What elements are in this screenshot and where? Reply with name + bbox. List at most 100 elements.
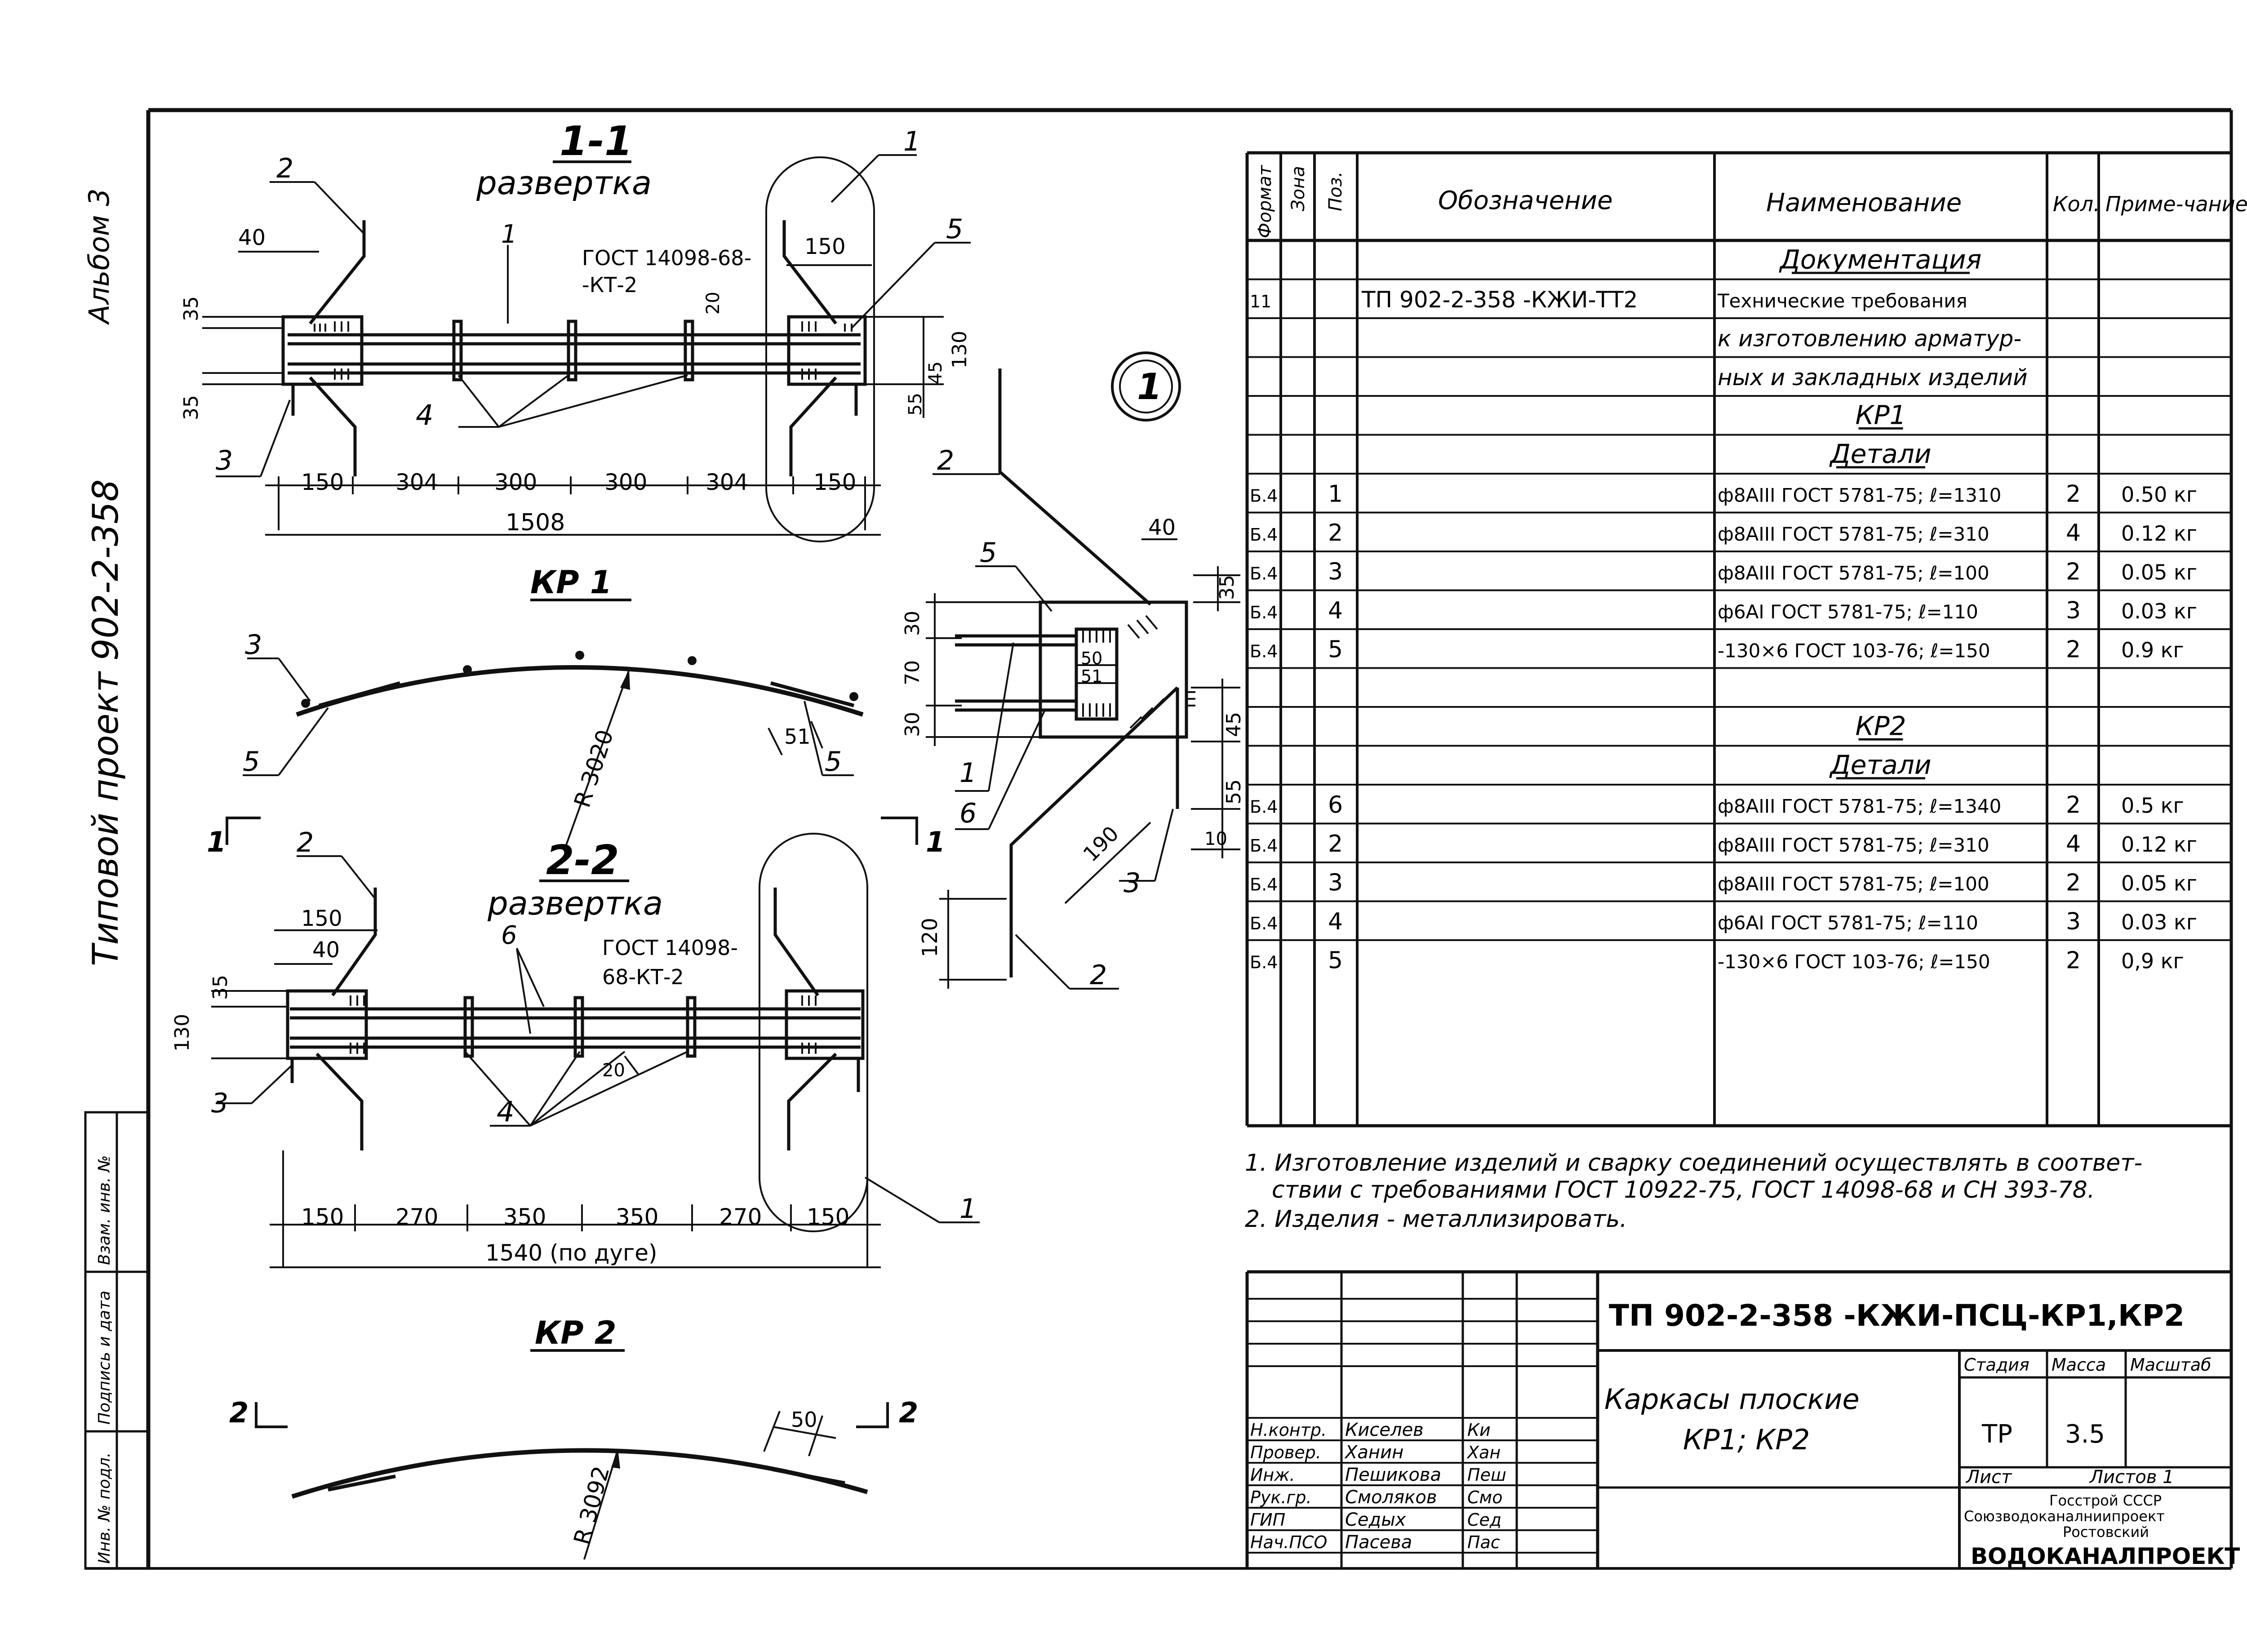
spec-cell-name-heading: Документация <box>1779 244 1982 275</box>
spec-cell-name: ф8АIII ГОСТ 5781-75; ℓ=1340 <box>1718 795 2001 817</box>
sec2-dim-20: 20 <box>602 1060 625 1081</box>
sec1-dim-b0: 150 <box>301 469 344 495</box>
tb-org4: ВОДОКАНАЛПРОЕКТ <box>1971 1543 2240 1569</box>
project-label: Типовой проект 902-2-358 <box>86 480 126 966</box>
spec-cell-name-heading: Детали <box>1829 439 1931 469</box>
tb-person-role: Провер. <box>1250 1443 1321 1462</box>
spec-cell-format: Б.4 <box>1250 641 1278 661</box>
note-1b: ствии с требованиями ГОСТ 10922-75, ГОСТ… <box>1272 1177 2095 1203</box>
sec2-dim-40: 40 <box>312 937 340 963</box>
spec-row: Документация <box>1779 244 1982 275</box>
spec-cell-format: 11 <box>1250 292 1271 311</box>
kp1-view: КР 1 R 3020 51 3 5 5 1 1 <box>207 564 945 858</box>
node-dim-55: 55 <box>1222 779 1245 804</box>
tb-org1: Госстрой СССР <box>2049 1492 2162 1509</box>
kp1-pos-5b: 5 <box>825 746 842 777</box>
spec-cell-pos: 6 <box>1328 791 1343 818</box>
spec-cell-qty: 2 <box>2066 947 2081 974</box>
spec-h-qty: Кол. <box>2053 192 2100 216</box>
sec2-pos-6: 6 <box>501 921 517 950</box>
side-stamp <box>84 1111 150 1570</box>
node-dim-70: 70 <box>901 660 924 685</box>
tb-person-sign: Пеш <box>1467 1465 1506 1485</box>
spec-h-designation: Обозначение <box>1438 186 1613 215</box>
notes: 1. Изготовление изделий и сварку соедине… <box>1245 1150 2142 1233</box>
sec2-dim-130: 130 <box>171 1014 194 1052</box>
sec1-dim-35b: 35 <box>180 395 203 420</box>
kp2-radius: R 3092 <box>569 1463 615 1547</box>
sec1-pos-1a: 1 <box>903 126 920 157</box>
sec1-pos-5: 5 <box>946 213 963 245</box>
node-dim-190: 190 <box>1079 822 1124 866</box>
spec-cell-format: Б.4 <box>1250 603 1278 622</box>
sec1-dim-55: 55 <box>905 393 926 416</box>
tb-person-name: Пасева <box>1345 1532 1412 1553</box>
spec-cell-qty: 4 <box>2066 520 2081 546</box>
spec-cell-qty: 2 <box>2066 636 2081 663</box>
spec-cell-designation: ТП 902-2-358 -КЖИ-ТТ2 <box>1361 287 1638 313</box>
stamp-replace: Взам. инв. № <box>95 1155 114 1265</box>
sec2-dim-b0: 150 <box>301 1204 344 1230</box>
tb-mass-h: Масса <box>2052 1355 2106 1375</box>
tb-person-role: Инж. <box>1250 1465 1295 1485</box>
sec1-pos-1b: 1 <box>501 220 517 249</box>
sec2-dim-total: 1540 (по дуге) <box>485 1240 657 1266</box>
sec1-pos-3: 3 <box>216 445 233 476</box>
spec-table: Формат Зона Поз. Обозначение Наименовани… <box>1245 151 2247 1128</box>
tb-stage: ТР <box>1981 1420 2012 1449</box>
section-2-2: 2-2 развертка ГОСТ 14098- 68-КТ-2 <box>171 827 980 1268</box>
spec-cell-pos: 3 <box>1328 558 1343 585</box>
spec-cell-name: ф8АIII ГОСТ 5781-75; ℓ=100 <box>1718 562 1989 584</box>
node-pos-5: 5 <box>980 537 997 568</box>
spec-cell-name-heading: КР2 <box>1855 711 1906 741</box>
title-block: ТП 902-2-358 -КЖИ-ПСЦ-КР1,КР2 Каркасы пл… <box>1245 1270 2240 1569</box>
spec-cell-format: Б.4 <box>1250 525 1278 545</box>
note-2: 2. Изделия - металлизировать. <box>1245 1206 1627 1233</box>
sec2-pos-2: 2 <box>297 827 314 858</box>
kp1-radius: R 3020 <box>569 727 618 811</box>
sec1-dim-35a: 35 <box>180 296 203 321</box>
tb-person-role: Нач.ПСО <box>1250 1532 1327 1552</box>
sec2-dim-b5: 150 <box>807 1204 849 1230</box>
spec-row: к изготовлению арматур- <box>1718 325 2021 351</box>
spec-row: Детали <box>1829 439 1931 469</box>
tb-person-sign: Смо <box>1467 1488 1502 1507</box>
spec-cell-format: Б.4 <box>1250 952 1278 972</box>
node-pos-6: 6 <box>959 798 977 829</box>
tb-org3: Ростовский <box>2063 1523 2149 1541</box>
node-pos-3: 3 <box>1124 867 1141 899</box>
spec-h-format: Формат <box>1255 164 1275 238</box>
kp1-pos-5a: 5 <box>243 746 260 777</box>
tb-person-name: Киселев <box>1345 1420 1424 1440</box>
spec-cell-name: ф8АIII ГОСТ 5781-75; ℓ=100 <box>1718 873 1989 895</box>
spec-cell-pos: 2 <box>1328 520 1343 546</box>
tb-person-name: Пешикова <box>1345 1465 1441 1485</box>
sec2-dim-b4: 270 <box>719 1204 762 1230</box>
stamp-sign: Подпись и дата <box>95 1291 114 1425</box>
spec-cell-pos: 5 <box>1328 947 1343 974</box>
spec-cell-name: -130×6 ГОСТ 103-76; ℓ=150 <box>1718 639 1990 662</box>
spec-cell-note: 0.03 кг <box>2121 599 2197 623</box>
album-label: Альбом 3 <box>83 188 115 325</box>
spec-cell-pos: 2 <box>1328 830 1343 857</box>
tb-person-name: Седых <box>1345 1510 1406 1530</box>
sec2-dim-b1: 270 <box>395 1204 438 1230</box>
node-dim-30b: 30 <box>901 712 924 737</box>
sec2-pos-1: 1 <box>959 1193 977 1225</box>
tb-person-name: Ханин <box>1344 1442 1403 1463</box>
tb-stage-h: Стадия <box>1964 1355 2029 1375</box>
tb-person-role: Н.контр. <box>1250 1420 1327 1440</box>
sec1-dim-130: 130 <box>948 331 971 369</box>
spec-cell-name: ных и закладных изделий <box>1718 364 2028 391</box>
tb-person-sign: Сед <box>1467 1510 1501 1530</box>
tb-scale-h: Масштаб <box>2130 1355 2211 1375</box>
